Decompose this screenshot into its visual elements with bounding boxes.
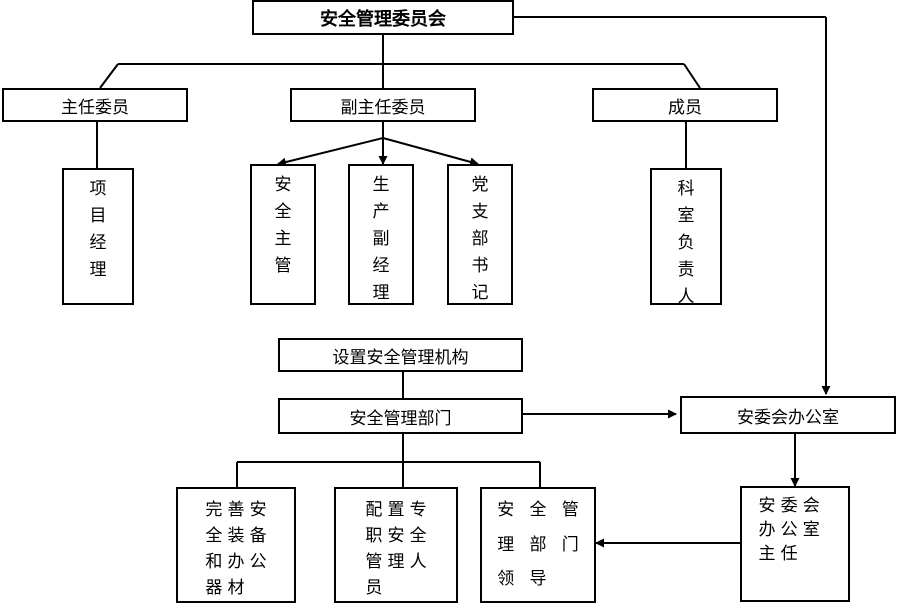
safety-supervisor-label: 安全主管 bbox=[274, 175, 292, 276]
leadership-task-box: 安全管理部门领导 bbox=[480, 487, 596, 603]
deputy-to-safety-arrow bbox=[277, 137, 384, 167]
office-director-label: 安委会办公室主任 bbox=[758, 496, 820, 564]
staffing-task-label: 配置专职安全管理人员 bbox=[365, 500, 427, 598]
committee-office-label: 安委会办公室 bbox=[737, 407, 839, 428]
committee-box: 安全管理委员会 bbox=[252, 0, 514, 35]
staffing-task-box: 配置专职安全管理人员 bbox=[334, 487, 458, 603]
member-box: 成员 bbox=[592, 88, 778, 122]
section-head-label: 科室负责人 bbox=[677, 179, 695, 307]
committee-office-box: 安委会办公室 bbox=[680, 396, 896, 434]
section-head-box: 科室负责人 bbox=[650, 168, 722, 307]
office-director-box: 安委会办公室主任 bbox=[740, 486, 850, 602]
member-label: 成员 bbox=[668, 97, 702, 118]
deputy-director-label: 副主任委员 bbox=[340, 97, 426, 118]
director-label: 主任委员 bbox=[61, 97, 129, 118]
party-branch-secretary-label: 党支部书记 bbox=[471, 175, 489, 303]
safety-department-label: 安全管理部门 bbox=[349, 408, 452, 429]
director-slant-line bbox=[99, 63, 119, 89]
equipment-task-label: 完善安全装备和办公器材 bbox=[205, 500, 267, 598]
project-manager-label: 项目经理 bbox=[89, 179, 107, 280]
committee-title: 安全管理委员会 bbox=[320, 8, 446, 30]
production-deputy-manager-label: 生产副经理 bbox=[372, 175, 390, 303]
party-branch-secretary-box: 党支部书记 bbox=[447, 164, 513, 305]
leadership-task-label: 安全管理部门领导 bbox=[497, 500, 579, 590]
director-box: 主任委员 bbox=[2, 88, 188, 122]
equipment-task-box: 完善安全装备和办公器材 bbox=[176, 487, 296, 603]
production-deputy-manager-box: 生产副经理 bbox=[348, 164, 414, 305]
member-slant-line bbox=[683, 63, 701, 89]
establish-org-box: 设置安全管理机构 bbox=[278, 338, 523, 372]
safety-supervisor-box: 安全主管 bbox=[250, 164, 316, 305]
establish-org-label: 设置安全管理机构 bbox=[332, 347, 469, 368]
project-manager-box: 项目经理 bbox=[62, 168, 134, 305]
deputy-to-party-arrow bbox=[382, 137, 479, 167]
deputy-director-box: 副主任委员 bbox=[290, 88, 476, 122]
safety-department-box: 安全管理部门 bbox=[278, 398, 523, 434]
